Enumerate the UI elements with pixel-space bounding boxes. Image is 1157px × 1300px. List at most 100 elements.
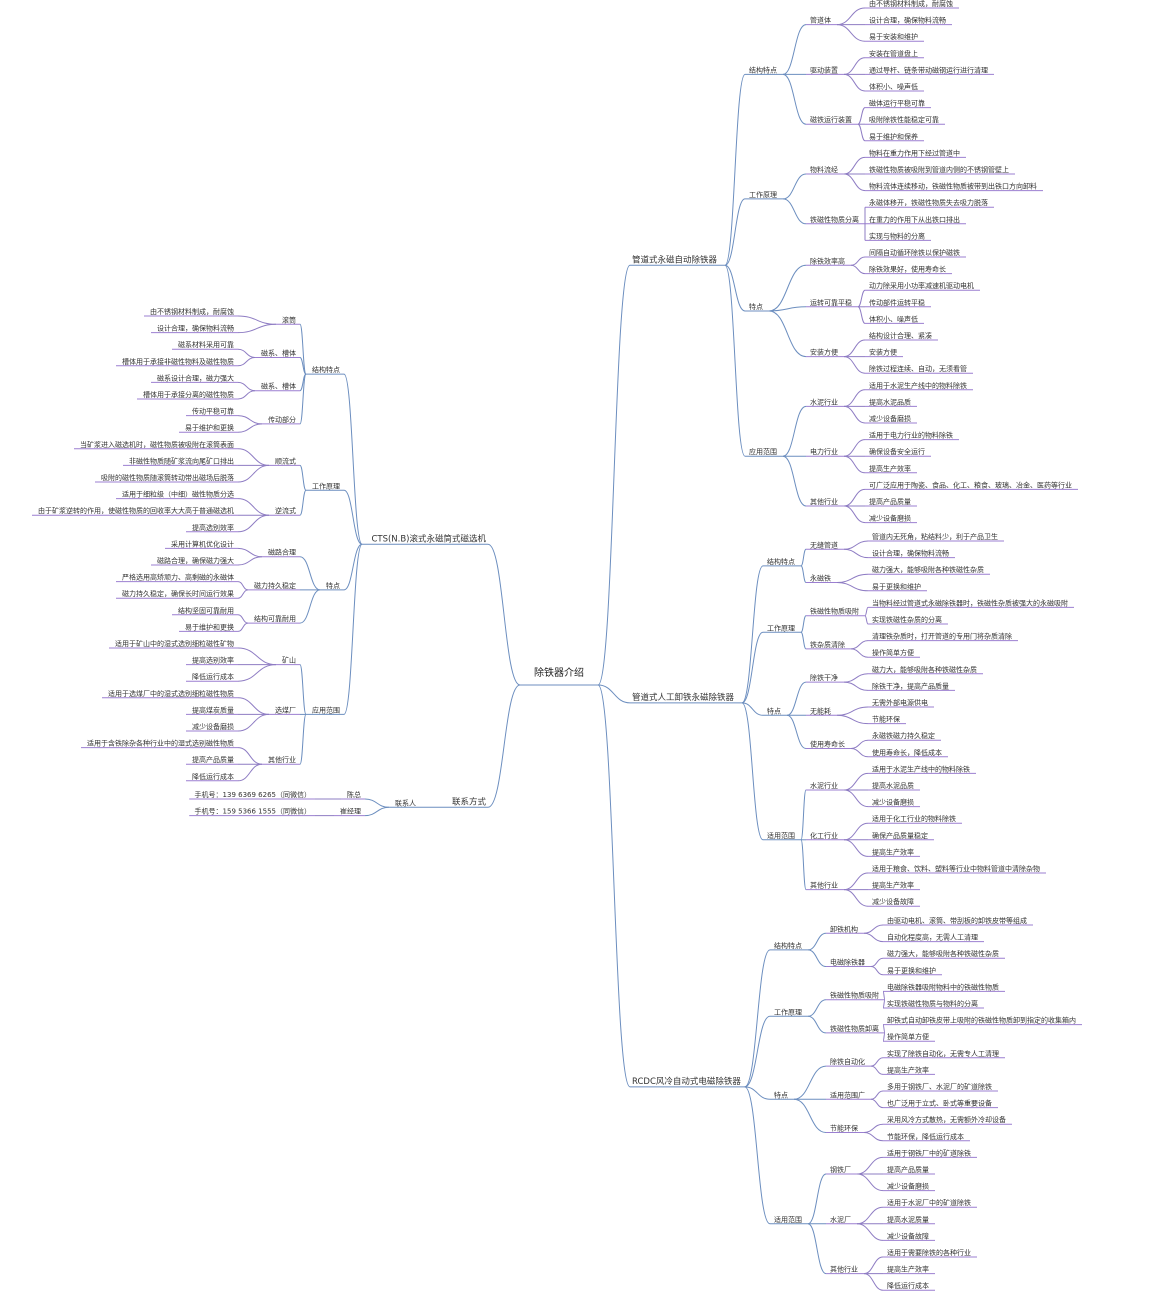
subtopic-node: 铁磁性物质吸附 [810, 607, 859, 616]
subtopic-node: 驱动装置 [810, 65, 838, 74]
subtopic-connector [782, 198, 807, 225]
leaf-connector [843, 356, 866, 374]
leaf-connector [237, 747, 263, 765]
leaf-node: 降低运行成本 [192, 772, 234, 781]
leaf-node: 提高生产效率 [869, 464, 911, 473]
leaf-connector [237, 581, 249, 591]
subtopic-connector [299, 323, 307, 375]
category-node: 应用范围 [312, 705, 340, 714]
connector-lines [32, 7, 1082, 1291]
leaf-node: 易于维护和更换 [185, 423, 234, 432]
leaf-node: 管道内无死角，粘结料少，利于产品卫生 [872, 532, 998, 541]
leaf-node: 设计合理，确保物料流畅 [157, 324, 234, 333]
subtopic-node: 逆流式 [275, 506, 296, 515]
leaf-node: 减少设备磨损 [872, 798, 914, 807]
subtopic-node: 管道体 [810, 16, 831, 25]
subtopic-node: 适用范围广 [830, 1090, 865, 1099]
branch-node: RCDC风冷自动式电磁除铁器 [632, 1076, 741, 1087]
leaf-node: 清理铁杂质时，打开管道的专用门将杂质清除 [872, 632, 1012, 641]
leaf-node: 磁路合理，确保磁力强大 [157, 556, 234, 565]
subtopic-node: 除铁效率高 [810, 256, 845, 265]
category-node: 工作原理 [774, 1007, 802, 1016]
leaf-node: 提高生产效率 [887, 1265, 929, 1274]
leaf-node: 设计合理，确保物料流畅 [869, 16, 946, 25]
leaf-node: 在重力的作用下从出铁口排出 [869, 215, 960, 224]
subtopic-connector [299, 664, 307, 715]
leaf-node: 由不锈钢材料制成，耐腐蚀 [150, 307, 234, 316]
subtopic-connector [364, 798, 390, 808]
leaf-connector [843, 405, 866, 424]
leaf-connector [843, 439, 866, 457]
leaf-connector [863, 932, 884, 943]
branch-node: 联系方式 [452, 796, 487, 807]
leaf-node: 采用计算机优化设计 [171, 539, 234, 548]
leaf-node: 设计合理，确保物料流畅 [872, 549, 949, 558]
leaf-node: 槽体用于承接非磁性物料及磁性物质 [122, 357, 234, 366]
leaf-node: 提高产品质量 [869, 497, 911, 506]
leaf-connector [870, 966, 884, 976]
leaf-connector [237, 556, 263, 566]
leaf-node: 严格选用高矫顽力、高剩磁的永磁体 [122, 573, 234, 582]
leaf-node: 提高水泥质量 [887, 1215, 929, 1224]
leaf-node: 间隔自动循环除铁以保护磁铁 [869, 248, 960, 257]
subtopic-node: 磁路合理 [268, 548, 296, 557]
category-node: 应用范围 [749, 447, 777, 456]
leaf-node: 实现铁磁性物质与物料的分离 [887, 999, 978, 1008]
leaf-node: 提高煤炭质量 [192, 705, 234, 714]
leaf-node: 磁力强大，能够吸附各种铁磁性杂质 [872, 565, 984, 574]
category-node: 特点 [326, 581, 340, 590]
subtopic-connector [299, 373, 307, 425]
branch-connector [487, 684, 521, 808]
leaf-connector [836, 7, 866, 26]
leaf-connector [857, 289, 866, 308]
leaf-connector [857, 107, 866, 125]
subtopic-connector [299, 589, 321, 624]
leaf-node: 使用寿命长，降低成本 [872, 748, 942, 757]
leaf-connector [843, 872, 869, 891]
subtopic-connector [793, 1065, 827, 1100]
leaf-node: 适用于矿山中的湿式选别细粒磁性矿物 [115, 639, 234, 648]
subtopic-connector [364, 806, 390, 817]
leaf-node: 实现与物料的分离 [869, 231, 925, 240]
leaf-connector [863, 1123, 884, 1133]
subtopic-connector [800, 565, 807, 583]
leaf-connector [850, 739, 869, 749]
leaf-connector [843, 789, 869, 808]
leaf-node: 当物料经过管道式永磁除铁器时，铁磁性杂质被强大的永磁吸附 [872, 598, 1068, 607]
subtopic-node: 铁磁性物质卸离 [830, 1024, 879, 1033]
leaf-connector [856, 1173, 884, 1192]
leaf-node: 磁力持久稳定，确保长时间运行效果 [122, 589, 234, 598]
leaf-node: 吸附的磁性物质随滚筒转动带出磁场后脱落 [101, 473, 234, 482]
leaf-connector [237, 348, 256, 358]
leaf-connector [843, 173, 866, 192]
leaf-connector [237, 614, 249, 624]
subtopic-node: 安装方便 [810, 348, 838, 357]
leaf-node: 适用于水泥厂中的矿道除铁 [887, 1198, 971, 1207]
leaf-connector [870, 1098, 884, 1109]
leaf-node: 提高生产效率 [887, 1065, 929, 1074]
leaf-node: 由于矿浆逆转的作用，使磁性物质的回收率大大高于普通磁选机 [38, 506, 234, 515]
category-node: 工作原理 [312, 481, 340, 490]
leaf-node: 实现了除铁自动化，无需专人工清理 [887, 1049, 999, 1058]
leaf-node: 减少设备故障 [872, 897, 914, 906]
leaf-connector [237, 323, 277, 334]
subtopic-node: 卸铁机构 [830, 924, 858, 933]
subtopic-connector [299, 464, 307, 491]
leaf-connector [870, 1057, 884, 1067]
leaf-node: 提高水泥品质 [869, 397, 911, 406]
subtopic-connector [807, 1223, 827, 1275]
subtopic-node: 顺流式 [275, 456, 296, 465]
subtopic-connector [807, 999, 827, 1017]
leaf-node: 适用于电力行业的物料除铁 [869, 431, 953, 440]
leaf-connector [843, 488, 866, 507]
category-connector [343, 543, 363, 591]
branch-node: 管道式人工卸铁永磁除铁器 [632, 692, 735, 703]
subtopic-node: 钢铁厂 [830, 1165, 851, 1174]
subtopic-node: 磁铁运行装置 [810, 115, 852, 124]
root-topic: 除铁器介绍 [534, 666, 584, 679]
leaf-node: 减少设备磨损 [887, 1182, 929, 1191]
leaf-node: 易于更换和维护 [887, 966, 936, 975]
leaf-connector [843, 156, 866, 175]
leaf-connector [870, 957, 884, 967]
